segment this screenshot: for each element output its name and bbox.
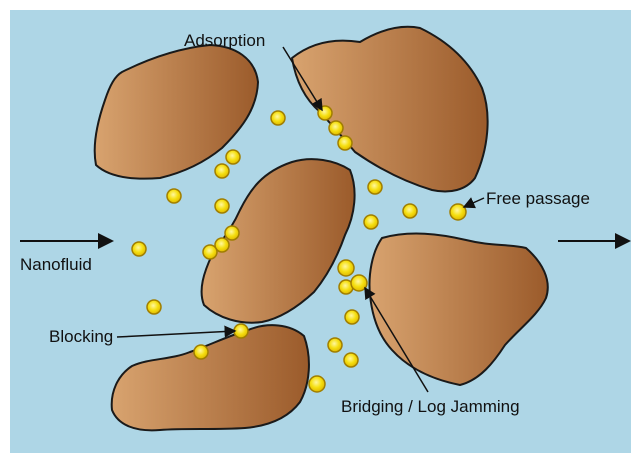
nanoparticle [234,324,248,338]
nanoparticle [338,136,352,150]
nanoparticle [215,164,229,178]
adsorption-label: Adsorption [184,31,265,50]
nanoparticle [147,300,161,314]
nanoparticle [132,242,146,256]
nanoparticle [403,204,417,218]
nanoparticle [225,226,239,240]
nanoparticle [329,121,343,135]
nanoparticle [364,215,378,229]
nanoparticle [328,338,342,352]
nanoparticle [338,260,354,276]
nanoparticle [344,353,358,367]
nanoparticle [215,199,229,213]
free-passage-label: Free passage [486,189,590,208]
nanoparticle [194,345,208,359]
bridging-label: Bridging / Log Jamming [341,397,520,416]
nanoparticle [271,111,285,125]
nanoparticle [226,150,240,164]
nanoparticle [450,204,466,220]
nanoparticle [345,310,359,324]
nanoparticle [203,245,217,259]
blocking-label: Blocking [49,327,113,346]
nanoparticle [309,376,325,392]
nanoparticle [167,189,181,203]
nanofluid-label: Nanofluid [20,255,92,274]
nanoparticle [368,180,382,194]
